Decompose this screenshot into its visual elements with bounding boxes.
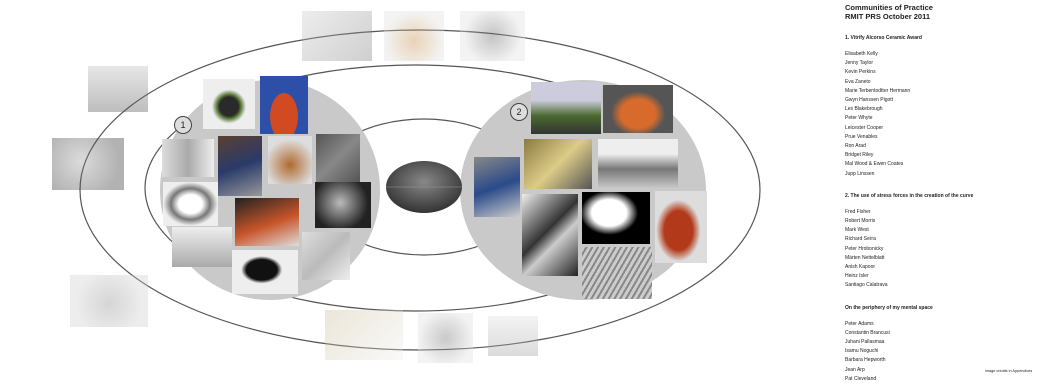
list-item: Marie Terbentodtter Hermann — [845, 87, 911, 94]
section-heading-3: On the periphery of my mental space — [845, 304, 933, 311]
image-bottles — [172, 227, 232, 267]
section-heading-2: 2. The use of stress forces in the creat… — [845, 192, 974, 199]
list-item: Elisabeth Kelly — [845, 51, 878, 57]
list-item: Eva Zaneto — [845, 78, 871, 85]
periphery-image-form — [488, 316, 538, 356]
image-orange-painting — [260, 76, 308, 134]
page-subtitle: RMIT PRS October 2011 — [845, 12, 931, 21]
image-paper-form — [302, 232, 350, 280]
image-white-curve-dark — [582, 192, 650, 244]
periphery-image-hand — [418, 313, 473, 363]
list-item: Juhani Pallasmaa — [845, 339, 885, 346]
name-list-1: Elisabeth Kelly Jenny Taylor Kevin Perki… — [845, 50, 1055, 179]
image-steel-curves — [522, 194, 578, 276]
image-kiln-worker — [474, 157, 520, 217]
image-red-chair — [235, 198, 299, 246]
periphery-image-bowl — [70, 275, 148, 327]
image-artist-portrait-bw — [315, 182, 371, 228]
list-item: Leicester Cooper — [845, 124, 884, 131]
image-grey-texture — [316, 134, 360, 182]
periphery-image-portrait — [52, 138, 124, 190]
list-item: Ron Arad — [845, 143, 866, 150]
list-item: Constantin Brancusi — [845, 329, 890, 336]
periphery-image-sculpture-grey — [460, 11, 525, 61]
periphery-image-vessels — [88, 66, 148, 112]
list-item: Mal Wood & Ewen Coates — [845, 161, 904, 168]
periphery-image-sculpture-orange — [384, 11, 444, 61]
circle-2-label: 2 — [510, 103, 528, 121]
image-potter-working — [218, 136, 262, 196]
list-item: Pat Cleveland — [845, 375, 877, 382]
list-item: Isamu Noguchi — [845, 348, 879, 355]
periphery-image-pebbles — [325, 310, 403, 360]
text-column: Communities of Practice RMIT PRS October… — [845, 3, 1055, 384]
image-red-sculpture — [655, 191, 707, 263]
list-item: Mark West — [845, 227, 869, 234]
image-credits-note: image credits in Appendices — [985, 369, 1033, 373]
image-landscape-sculpture — [531, 82, 601, 134]
image-concrete-shell — [598, 139, 678, 189]
list-item: Jenny Taylor — [845, 60, 873, 67]
circle-1-label: 1 — [174, 116, 192, 134]
list-item: Richard Serra — [845, 236, 876, 243]
list-item: Peter Hrobonicky — [845, 245, 884, 252]
list-item: Prue Venables — [845, 133, 878, 140]
list-item: Kevin Perkins — [845, 69, 876, 76]
list-item: Peter Whyte — [845, 115, 873, 122]
list-item: Barbara Hepworth — [845, 357, 886, 364]
list-item: Fred Fisher — [845, 208, 871, 215]
list-item: Robert Morris — [845, 218, 876, 225]
list-item: Heinz Isler — [845, 273, 869, 280]
list-item: Jupp Linssen — [845, 170, 875, 177]
image-figurines — [203, 79, 255, 129]
periphery-image-ovoid — [302, 11, 372, 61]
outer-ellipse — [79, 29, 761, 351]
page-title: Communities of Practice — [845, 3, 933, 12]
list-item: Gwyn Hanssen Pigott — [845, 97, 894, 104]
right-disc — [460, 80, 706, 300]
image-white-sculpture — [163, 182, 218, 226]
image-studio-figure — [524, 139, 592, 189]
image-orange-bowl — [603, 85, 673, 133]
name-list-3: Peter Adams Constantin Brancusi Juhani P… — [845, 320, 1055, 384]
section-heading-1: 1. Vitrify Alcorso Ceramic Award — [845, 35, 922, 41]
image-black-bowl — [232, 250, 298, 294]
list-item: Anish Kapoor — [845, 264, 876, 271]
image-curved-facade — [582, 247, 652, 299]
image-white-vessels — [162, 139, 214, 177]
list-item: Märten Nettelblatt — [845, 254, 885, 261]
list-item: Santiago Calatrava — [845, 282, 888, 289]
list-item: Peter Adams — [845, 320, 874, 327]
list-item: Bridget Riley — [845, 152, 874, 159]
list-item: Les Blakebrough — [845, 106, 883, 113]
image-amber-form — [268, 136, 312, 184]
list-item: Jean Arp — [845, 366, 865, 373]
name-list-2: Fred Fisher Robert Morris Mark West Rich… — [845, 208, 1055, 291]
